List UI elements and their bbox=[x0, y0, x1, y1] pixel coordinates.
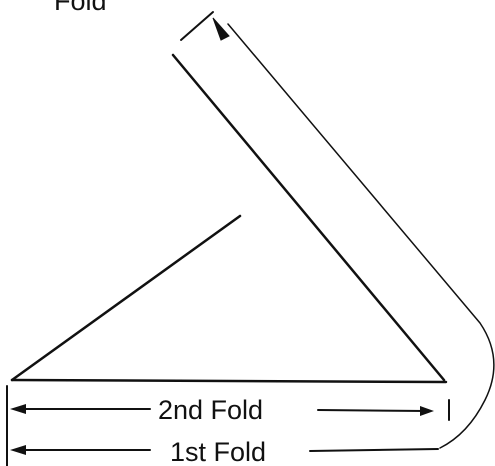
second-fold-left-arrowhead bbox=[10, 404, 26, 414]
first-fold-label: 1st Fold bbox=[170, 437, 266, 466]
top-arrowhead bbox=[212, 17, 230, 41]
first-fold-left-arrowhead bbox=[10, 445, 26, 455]
short-diagonal-line bbox=[10, 214, 242, 382]
flap-end-bar bbox=[180, 11, 214, 41]
second-fold-right-line bbox=[317, 409, 427, 412]
first-fold-right-line bbox=[309, 448, 439, 452]
second-fold-right-arrowhead bbox=[420, 406, 434, 416]
top-caption: Fold bbox=[54, 0, 107, 16]
flap-outline bbox=[227, 23, 495, 449]
base-fold-line bbox=[10, 378, 448, 384]
long-diagonal-line bbox=[171, 53, 446, 382]
second-fold-label: 2nd Fold bbox=[158, 395, 263, 425]
